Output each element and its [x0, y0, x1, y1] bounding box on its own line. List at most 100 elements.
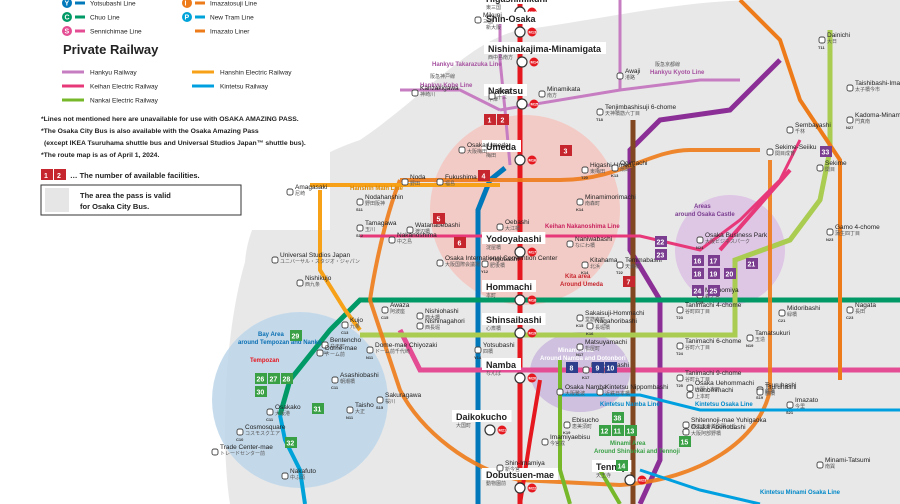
facility-badge[interactable]: 2	[497, 114, 509, 125]
facility-badge[interactable]: 31	[312, 403, 324, 414]
facility-badge[interactable]: 38	[612, 412, 624, 423]
facility-badge[interactable]: 30	[255, 386, 267, 397]
facility-badge[interactable]: 20	[724, 268, 736, 279]
facility-badge[interactable]: 18	[692, 268, 704, 279]
facility-badge[interactable]: 23	[655, 249, 667, 260]
facility-badge[interactable]: 33	[820, 146, 832, 157]
facility-badge[interactable]: 28	[281, 373, 293, 384]
facility-badge[interactable]: 8	[566, 362, 578, 373]
facility-badge[interactable]: 25	[708, 285, 720, 296]
facility-badge[interactable]: 4	[478, 170, 490, 181]
facility-badge[interactable]: 16	[692, 255, 704, 266]
facility-badge[interactable]: 27	[268, 373, 280, 384]
facility-badge[interactable]: 21	[746, 258, 758, 269]
facility-badge[interactable]: 6	[454, 237, 466, 248]
facility-badge[interactable]: 12	[599, 425, 611, 436]
facility-badge[interactable]: 3	[560, 145, 572, 156]
facility-badge[interactable]: 11	[612, 425, 624, 436]
facility-badge[interactable]: 22	[655, 236, 667, 247]
facility-badge[interactable]: 1	[484, 114, 496, 125]
facility-badge[interactable]: 15	[679, 436, 691, 447]
facility-badge[interactable]: 9	[592, 362, 604, 373]
facility-badge[interactable]: 17	[708, 255, 720, 266]
facility-badge[interactable]: 10	[605, 362, 617, 373]
facility-badge[interactable]: 19	[708, 268, 720, 279]
facility-badge[interactable]: 32	[285, 437, 297, 448]
facility-badge[interactable]: 29	[290, 330, 302, 341]
facility-badge[interactable]: 5	[433, 213, 445, 224]
facility-badge[interactable]: 14	[616, 460, 628, 471]
facility-badge[interactable]: 26	[255, 373, 267, 384]
station-osaka-international-convention-center[interactable]: Osaka International Convention Center大阪国…	[436, 255, 558, 268]
facility-badge[interactable]: 13	[625, 425, 637, 436]
